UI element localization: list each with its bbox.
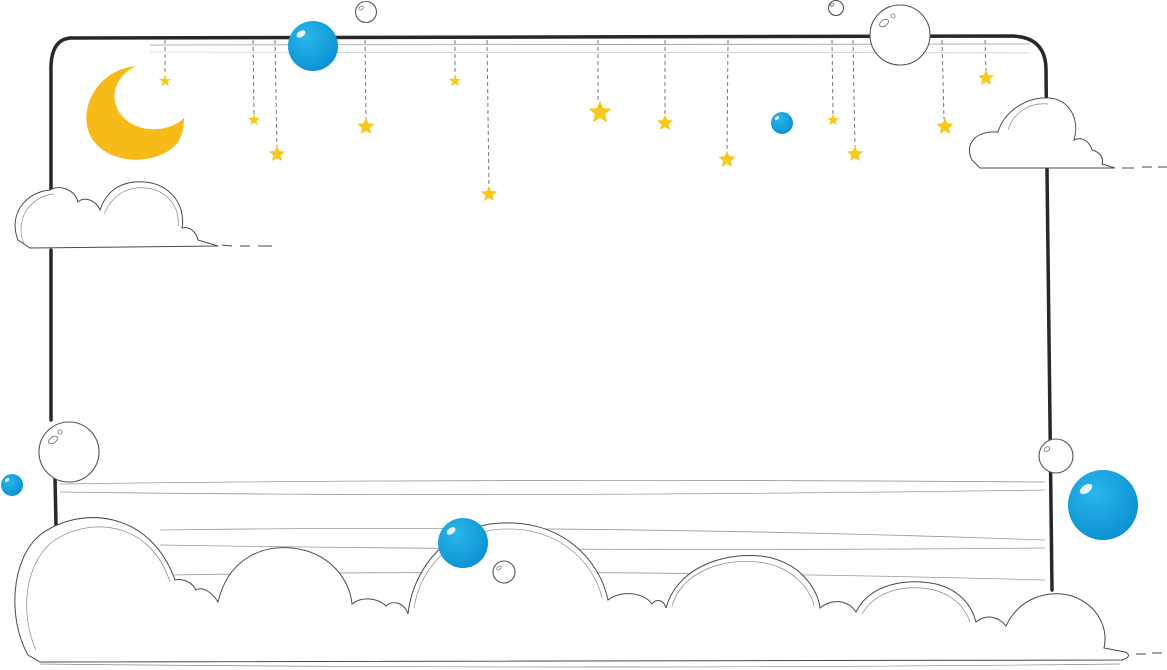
- frame-border: [49, 34, 1054, 592]
- star-icon: [357, 117, 375, 134]
- clear-bubble-icon: [1038, 438, 1074, 474]
- star-icon: [826, 113, 840, 126]
- blue-bubble-icon: [771, 112, 793, 134]
- ground-sketch-lines: [59, 480, 1046, 581]
- blue-bubble-icon: [438, 518, 488, 568]
- star-icon: [247, 113, 261, 126]
- star-icon: [480, 185, 498, 201]
- star-icon: [448, 74, 462, 87]
- blue-bubbles: [1, 21, 1138, 568]
- clear-bubble-icon: [869, 4, 931, 66]
- clear-bubble-icon: [492, 560, 516, 584]
- clear-bubble-icon: [38, 421, 100, 483]
- star-icon: [158, 74, 172, 87]
- clear-bubble-icon: [354, 0, 378, 24]
- star-icon: [588, 100, 612, 123]
- cloud-icon: [14, 181, 272, 249]
- clear-bubbles: [38, 0, 1074, 584]
- star-icon: [718, 150, 736, 167]
- hanging-strings: [164, 39, 987, 189]
- crescent-moon-icon: [86, 66, 184, 160]
- blue-bubble-icon: [1068, 470, 1138, 540]
- clear-bubble-icon: [827, 0, 845, 17]
- cloud-icon: [968, 97, 1167, 169]
- star-icon: [656, 114, 674, 130]
- star-icon: [936, 117, 954, 134]
- bottom-cloud-bank: [14, 517, 1162, 668]
- blue-bubble-icon: [1, 474, 23, 496]
- star-icon: [977, 69, 995, 85]
- star-icon: [846, 145, 864, 161]
- blue-bubble-icon: [288, 21, 338, 71]
- stars: [158, 69, 995, 201]
- star-icon: [268, 145, 286, 161]
